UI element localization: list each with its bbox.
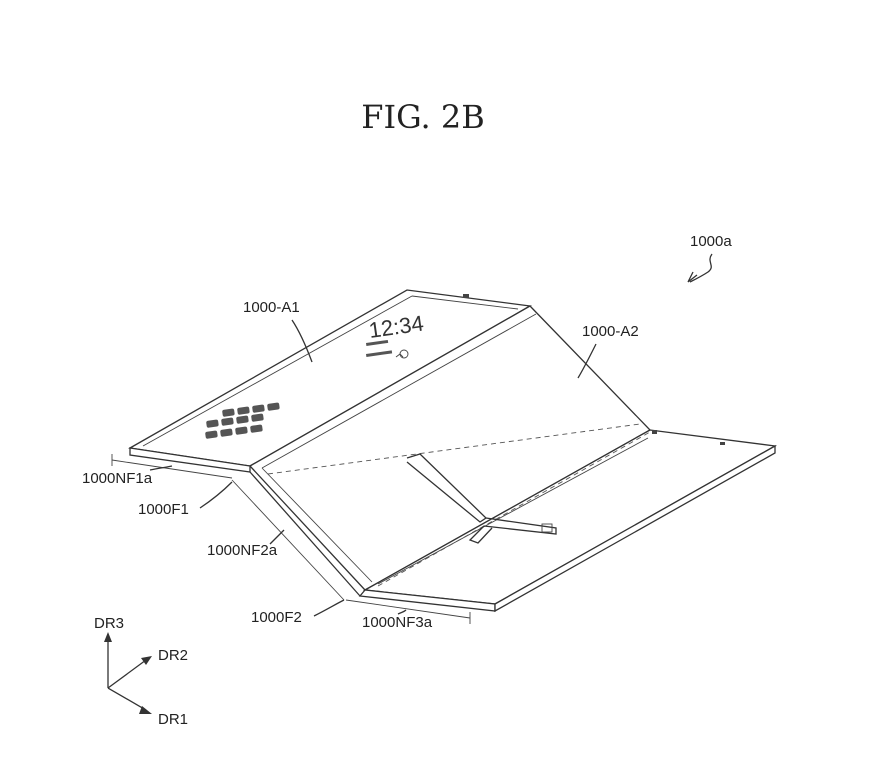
device-label: 1000a bbox=[690, 233, 732, 250]
fpcb-tail bbox=[483, 517, 557, 535]
leader-nonfold-2 bbox=[269, 529, 285, 545]
label-nonfold-2: 1000NF2a bbox=[207, 542, 278, 559]
screen-notification bbox=[366, 349, 409, 359]
left-panel-top-inner bbox=[411, 295, 519, 310]
axis-indicator bbox=[104, 632, 152, 714]
dimension-nonfold-1 bbox=[111, 454, 233, 479]
speaker-mark bbox=[463, 294, 469, 298]
leader-area-1 bbox=[291, 319, 313, 363]
axis-dr3-arrowhead bbox=[104, 632, 112, 642]
leader-nonfold-1 bbox=[149, 465, 173, 471]
label-fold-1: 1000F1 bbox=[138, 501, 189, 518]
device-arrowhead bbox=[687, 271, 698, 283]
axis-dr1-arrowhead bbox=[139, 706, 152, 714]
dimension-nonfold-2 bbox=[231, 479, 345, 601]
axis-dr1-line bbox=[107, 687, 147, 711]
label-nonfold-3: 1000NF3a bbox=[362, 614, 433, 631]
label-area-1: 1000-A1 bbox=[243, 299, 300, 316]
label-area-2: 1000-A2 bbox=[582, 323, 639, 340]
label-fold-2: 1000F2 bbox=[251, 609, 302, 626]
fpcb-connector bbox=[541, 523, 553, 533]
axis-dr1-label: DR1 bbox=[158, 711, 188, 728]
app-icon-grid bbox=[205, 402, 280, 439]
hidden-fold-line-2 bbox=[377, 431, 651, 587]
label-nonfold-1: 1000NF1a bbox=[82, 470, 153, 487]
axis-dr2-label: DR2 bbox=[158, 647, 188, 664]
fpcb-branch bbox=[468, 525, 493, 544]
leader-area-2 bbox=[577, 343, 597, 379]
middle-left-edge bbox=[249, 471, 361, 597]
right-panel-inner bbox=[377, 437, 649, 585]
axis-dr2-line bbox=[107, 659, 147, 689]
screen-date-text bbox=[366, 339, 389, 346]
middle-upper-inner bbox=[261, 313, 537, 469]
hinge-mark bbox=[652, 430, 657, 434]
left-panel-inner-edge bbox=[142, 295, 413, 447]
leader-fold-1 bbox=[199, 481, 233, 509]
dimension-nonfold-3 bbox=[345, 599, 471, 624]
leader-fold-2 bbox=[313, 599, 345, 617]
figure-title: FIG. 2B bbox=[361, 98, 484, 136]
camera-mark bbox=[720, 442, 725, 445]
device-leader bbox=[689, 253, 713, 283]
leader-nonfold-3 bbox=[397, 609, 407, 615]
right-panel-side-edge bbox=[494, 444, 776, 613]
axis-dr2-arrowhead bbox=[141, 656, 152, 665]
foldable-device: 12:34 bbox=[128, 289, 778, 613]
middle-left-inner bbox=[261, 467, 373, 583]
axis-dr3-label: DR3 bbox=[94, 615, 124, 632]
